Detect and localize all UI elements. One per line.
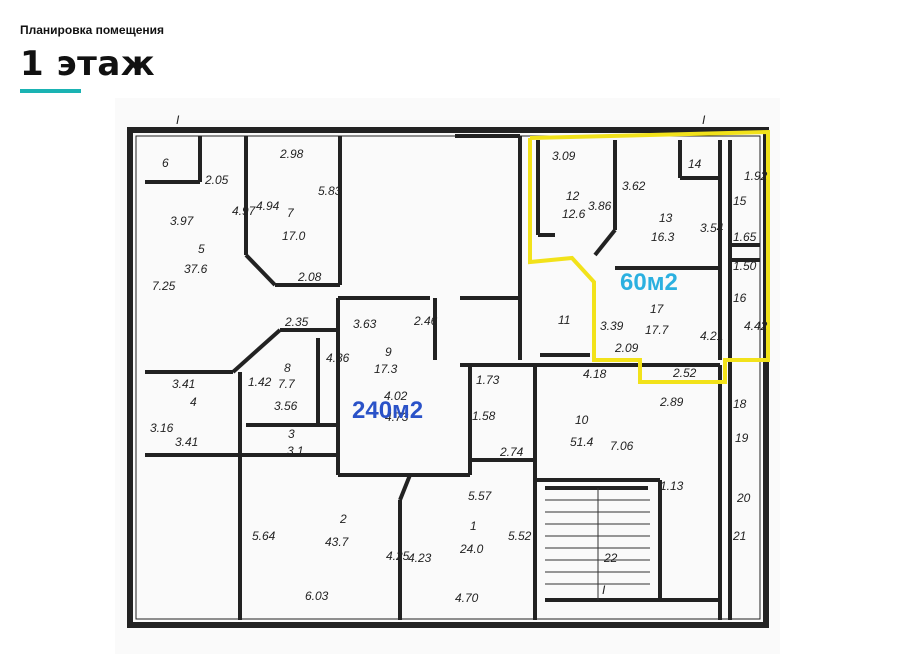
room-number: 15	[733, 194, 747, 208]
area-label-240: 240м2	[352, 397, 423, 424]
svg-text:2.05: 2.05	[204, 173, 229, 187]
room-number: 18	[733, 397, 747, 411]
page-title: 1 этаж	[20, 44, 156, 84]
svg-text:1.73: 1.73	[476, 373, 500, 387]
svg-text:4.18: 4.18	[583, 367, 607, 381]
room-number: 19	[735, 431, 749, 445]
room-area: 17.7	[645, 323, 670, 337]
stairs	[545, 488, 650, 600]
room-number: 16	[733, 291, 747, 305]
svg-text:4.94: 4.94	[256, 199, 280, 213]
room-area: 17.0	[282, 229, 306, 243]
highlight-zone-60	[528, 129, 770, 384]
room-area: 7.7	[278, 377, 296, 391]
room-area: 17.3	[374, 362, 398, 376]
svg-text:2.09: 2.09	[614, 341, 639, 355]
svg-text:4.23: 4.23	[408, 551, 432, 565]
svg-text:1.42: 1.42	[248, 375, 272, 389]
svg-text:7.06: 7.06	[610, 439, 634, 453]
room-number: 17	[650, 302, 665, 316]
room-number: 7	[287, 206, 295, 220]
svg-text:3.09: 3.09	[552, 149, 576, 163]
svg-text:4.36: 4.36	[326, 351, 350, 365]
room-number: 8	[284, 361, 291, 375]
outer-walls	[127, 127, 769, 628]
svg-text:2.74: 2.74	[499, 445, 524, 459]
svg-text:3.56: 3.56	[274, 399, 298, 413]
room-labels: 1 24.0 2 43.7 3 3.1 4 5 37.6 6 7 17.0 8 …	[162, 156, 751, 565]
svg-text:3.86: 3.86	[588, 199, 612, 213]
svg-text:1.58: 1.58	[472, 409, 496, 423]
svg-text:1.65: 1.65	[733, 230, 757, 244]
svg-text:4.70: 4.70	[455, 591, 479, 605]
room-number: 4	[190, 395, 197, 409]
room-area: 43.7	[325, 535, 350, 549]
room-area: 24.0	[459, 542, 484, 556]
room-area: 12.6	[562, 207, 586, 221]
svg-text:3.39: 3.39	[600, 319, 624, 333]
room-number: 22	[603, 551, 618, 565]
room-number: 12	[566, 189, 580, 203]
room-number: 3	[288, 427, 295, 441]
svg-text:4.21: 4.21	[700, 329, 723, 343]
dimension-labels: 2.98 2.05 3.97 4.97 4.94 5.83 2.08 7.25 …	[150, 147, 768, 605]
svg-text:2.98: 2.98	[279, 147, 304, 161]
room-number: 2	[339, 512, 347, 526]
svg-text:3.63: 3.63	[353, 317, 377, 331]
title-accent-bar	[20, 89, 81, 93]
room-area: 51.4	[570, 435, 594, 449]
svg-text:5.83: 5.83	[318, 184, 342, 198]
svg-text:7.25: 7.25	[152, 279, 176, 293]
room-area: 16.3	[651, 230, 675, 244]
room-number: 11	[558, 313, 570, 327]
interior-walls	[145, 134, 760, 620]
svg-text:3.16: 3.16	[150, 421, 174, 435]
room-number: 13	[659, 211, 673, 225]
svg-text:1.92: 1.92	[744, 169, 768, 183]
svg-text:6.03: 6.03	[305, 589, 329, 603]
svg-text:4.42: 4.42	[744, 319, 768, 333]
svg-text:4.02: 4.02	[384, 389, 408, 403]
room-number: 21	[732, 529, 746, 543]
room-number: 6	[162, 156, 169, 170]
room-number: 1	[470, 519, 477, 533]
svg-text:1.13: 1.13	[660, 479, 684, 493]
room-number: 9	[385, 345, 392, 359]
svg-text:3.41: 3.41	[172, 377, 195, 391]
svg-text:2.89: 2.89	[659, 395, 684, 409]
page-subtitle: Планировка помещения	[20, 23, 164, 37]
room-number: 20	[736, 491, 751, 505]
svg-text:2.35: 2.35	[284, 315, 309, 329]
area-label-60: 60м2	[620, 269, 678, 296]
svg-text:2.08: 2.08	[297, 270, 322, 284]
room-number: 10	[575, 413, 589, 427]
svg-text:3.97: 3.97	[170, 214, 195, 228]
room-number: 14	[688, 157, 702, 171]
room-number: 5	[198, 242, 205, 256]
section-mark: I	[702, 113, 706, 127]
room-area: 3.1	[287, 444, 304, 458]
section-mark: I	[602, 583, 606, 597]
svg-text:4.25: 4.25	[386, 549, 410, 563]
section-mark: I	[176, 113, 180, 127]
svg-text:4.73: 4.73	[385, 410, 409, 424]
svg-text:1.50: 1.50	[733, 259, 757, 273]
svg-text:3.54: 3.54	[700, 221, 724, 235]
svg-text:2.52: 2.52	[672, 366, 697, 380]
svg-text:5.52: 5.52	[508, 529, 532, 543]
svg-text:5.64: 5.64	[252, 529, 276, 543]
svg-text:3.41: 3.41	[175, 435, 198, 449]
plan-paper	[115, 98, 780, 654]
svg-text:5.57: 5.57	[468, 489, 493, 503]
svg-text:4.97: 4.97	[232, 204, 257, 218]
room-area: 37.6	[184, 262, 208, 276]
svg-text:2.46: 2.46	[413, 314, 438, 328]
svg-text:3.62: 3.62	[622, 179, 646, 193]
